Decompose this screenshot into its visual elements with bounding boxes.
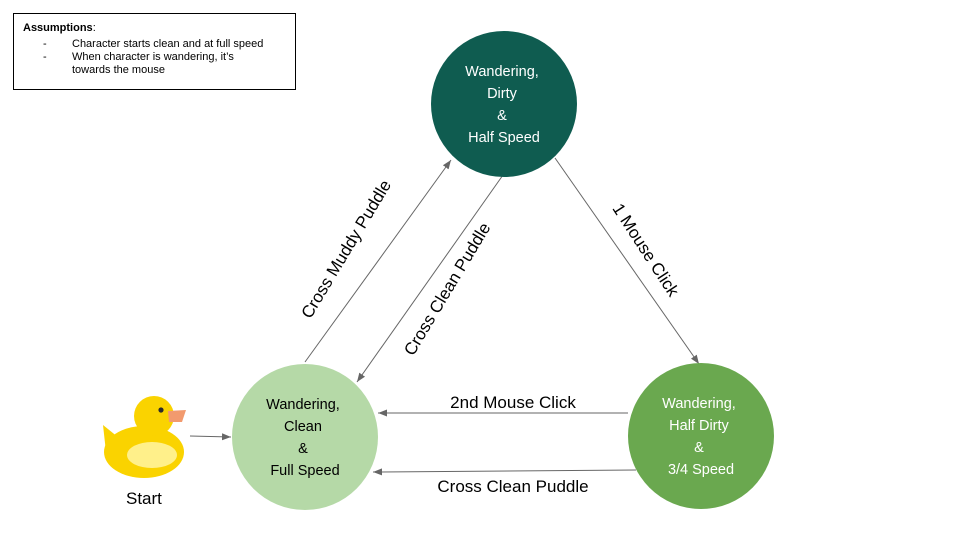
label-cross-muddy-puddle: Cross Muddy Puddle <box>298 177 396 322</box>
state-clean-full-speed: Wandering, Clean & Full Speed <box>232 364 378 510</box>
assumption-text: Character starts clean and at full speed <box>72 38 264 50</box>
label-cross-clean-puddle-diagonal: Cross Clean Puddle <box>400 219 494 358</box>
state-dirty-half-speed: Wandering, Dirty & Half Speed <box>431 31 577 177</box>
arrow-clean-to-dirty <box>304 159 452 363</box>
assumption-text-line-1: When character is wandering, it’s <box>72 51 234 63</box>
state-dirty-circle <box>431 31 577 177</box>
duck-belly <box>127 442 177 468</box>
assumptions-list: - Character starts clean and at full spe… <box>23 38 287 77</box>
arrow-half-dirty-to-clean-puddle <box>372 468 637 476</box>
state-dirty-label: Wandering, Dirty & Half Speed <box>465 64 543 146</box>
state-half-dirty-three-quarter-speed: Wandering, Half Dirty & 3/4 Speed <box>628 363 774 509</box>
state-clean-label: Wandering, Clean & Full Speed <box>266 397 344 479</box>
start-label: Start <box>126 489 162 508</box>
list-bullet: - <box>43 51 47 63</box>
duck-eye <box>158 407 164 413</box>
label-2nd-mouse-click: 2nd Mouse Click <box>450 393 576 412</box>
assumptions-heading: Assumptions: <box>23 22 287 35</box>
assumption-item: - Character starts clean and at full spe… <box>23 38 287 51</box>
assumptions-box: Assumptions: - Character starts clean an… <box>13 13 296 90</box>
state-half-dirty-circle <box>628 363 774 509</box>
assumption-item: - When character is wandering, it’s towa… <box>23 51 287 77</box>
assumptions-title: Assumptions <box>23 22 93 34</box>
assumptions-title-colon: : <box>92 22 96 34</box>
rubber-duck-icon <box>103 396 186 478</box>
arrow-dirty-to-clean <box>356 174 504 383</box>
arrow-dirty-to-half-dirty <box>554 157 700 365</box>
state-half-dirty-label: Wandering, Half Dirty & 3/4 Speed <box>662 396 740 478</box>
duck-beak <box>168 410 186 422</box>
state-clean-circle <box>232 364 378 510</box>
arrow-start-to-clean <box>189 433 232 441</box>
label-cross-clean-puddle-bottom: Cross Clean Puddle <box>437 477 588 496</box>
duck-head <box>134 396 174 436</box>
list-bullet: - <box>43 38 47 50</box>
assumption-text-line-2: towards the mouse <box>72 64 165 76</box>
duck-tail <box>103 425 124 452</box>
